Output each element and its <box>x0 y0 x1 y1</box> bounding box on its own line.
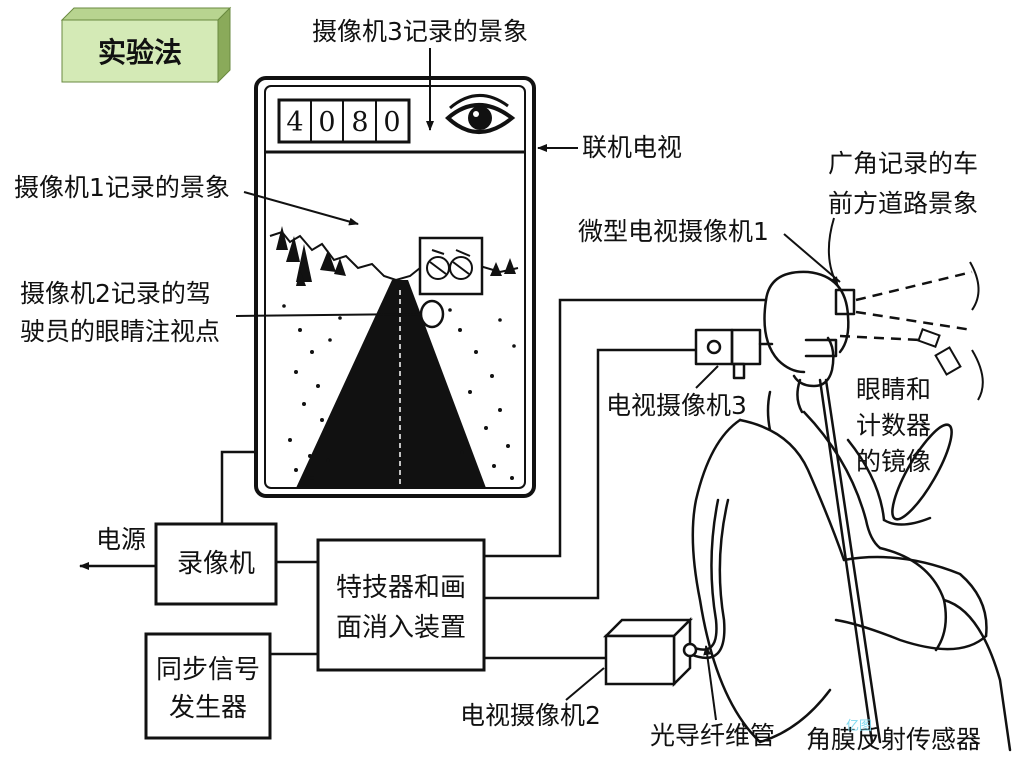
counter-display: 4 0 8 0 <box>277 98 411 144</box>
label-online-tv: 联机电视 <box>582 133 682 162</box>
label-camera2-gaze-line2: 驶员的眼睛注视点 <box>20 317 220 346</box>
label-eye-mirror-line2: 计数器 <box>856 411 931 440</box>
label-camera1-scene: 摄像机1记录的景象 <box>14 173 230 202</box>
sync-label-line2: 发生器 <box>169 693 247 723</box>
recorder-label: 录像机 <box>177 549 255 579</box>
counter-digit: 0 <box>318 107 335 138</box>
driver-illustration <box>688 270 1012 752</box>
label-tv-camera3: 电视摄像机3 <box>606 391 747 420</box>
counter-digit: 8 <box>351 107 368 138</box>
eye-icon <box>445 94 516 134</box>
gaze-point <box>419 299 445 329</box>
label-camera2-gaze-line1: 摄像机2记录的驾 <box>20 279 211 308</box>
label-corneal-sensor: 角膜反射传感器 <box>806 725 981 754</box>
label-wide-angle-line1: 广角记录的车 <box>828 149 978 178</box>
effects-box: 特技器和画 面消入装置 <box>316 538 486 672</box>
effects-label-line2: 面消入装置 <box>336 613 466 643</box>
label-camera3-scene: 摄像机3记录的景象 <box>312 17 528 46</box>
title-text: 实验法 <box>98 36 182 69</box>
recorder-box: 录像机 <box>154 522 278 606</box>
road-scene <box>269 226 519 488</box>
counter-digit: 4 <box>286 107 303 138</box>
label-tv-camera2: 电视摄像机2 <box>460 701 601 730</box>
online-tv-monitor: 4 0 8 0 <box>254 76 536 498</box>
effects-label-line1: 特技器和画 <box>336 573 466 603</box>
label-micro-camera1: 微型电视摄像机1 <box>578 217 769 246</box>
sync-generator-box: 同步信号 发生器 <box>144 632 272 740</box>
label-fiber-tube: 光导纤维管 <box>650 721 775 750</box>
connection-lines <box>220 298 766 660</box>
label-power: 电源 <box>96 525 146 554</box>
label-eye-mirror-line1: 眼睛和 <box>856 375 931 404</box>
inset-eye-image <box>418 236 484 296</box>
sync-label-line1: 同步信号 <box>156 655 260 685</box>
watermark-text: 亿图 <box>846 719 872 734</box>
counter-digit: 0 <box>383 107 400 138</box>
sight-lines <box>839 270 973 342</box>
tv-camera2-box <box>602 616 698 688</box>
title-badge: 实验法 <box>60 6 232 84</box>
label-wide-angle-line2: 前方道路景象 <box>828 189 978 218</box>
mirror-icon <box>917 328 962 376</box>
